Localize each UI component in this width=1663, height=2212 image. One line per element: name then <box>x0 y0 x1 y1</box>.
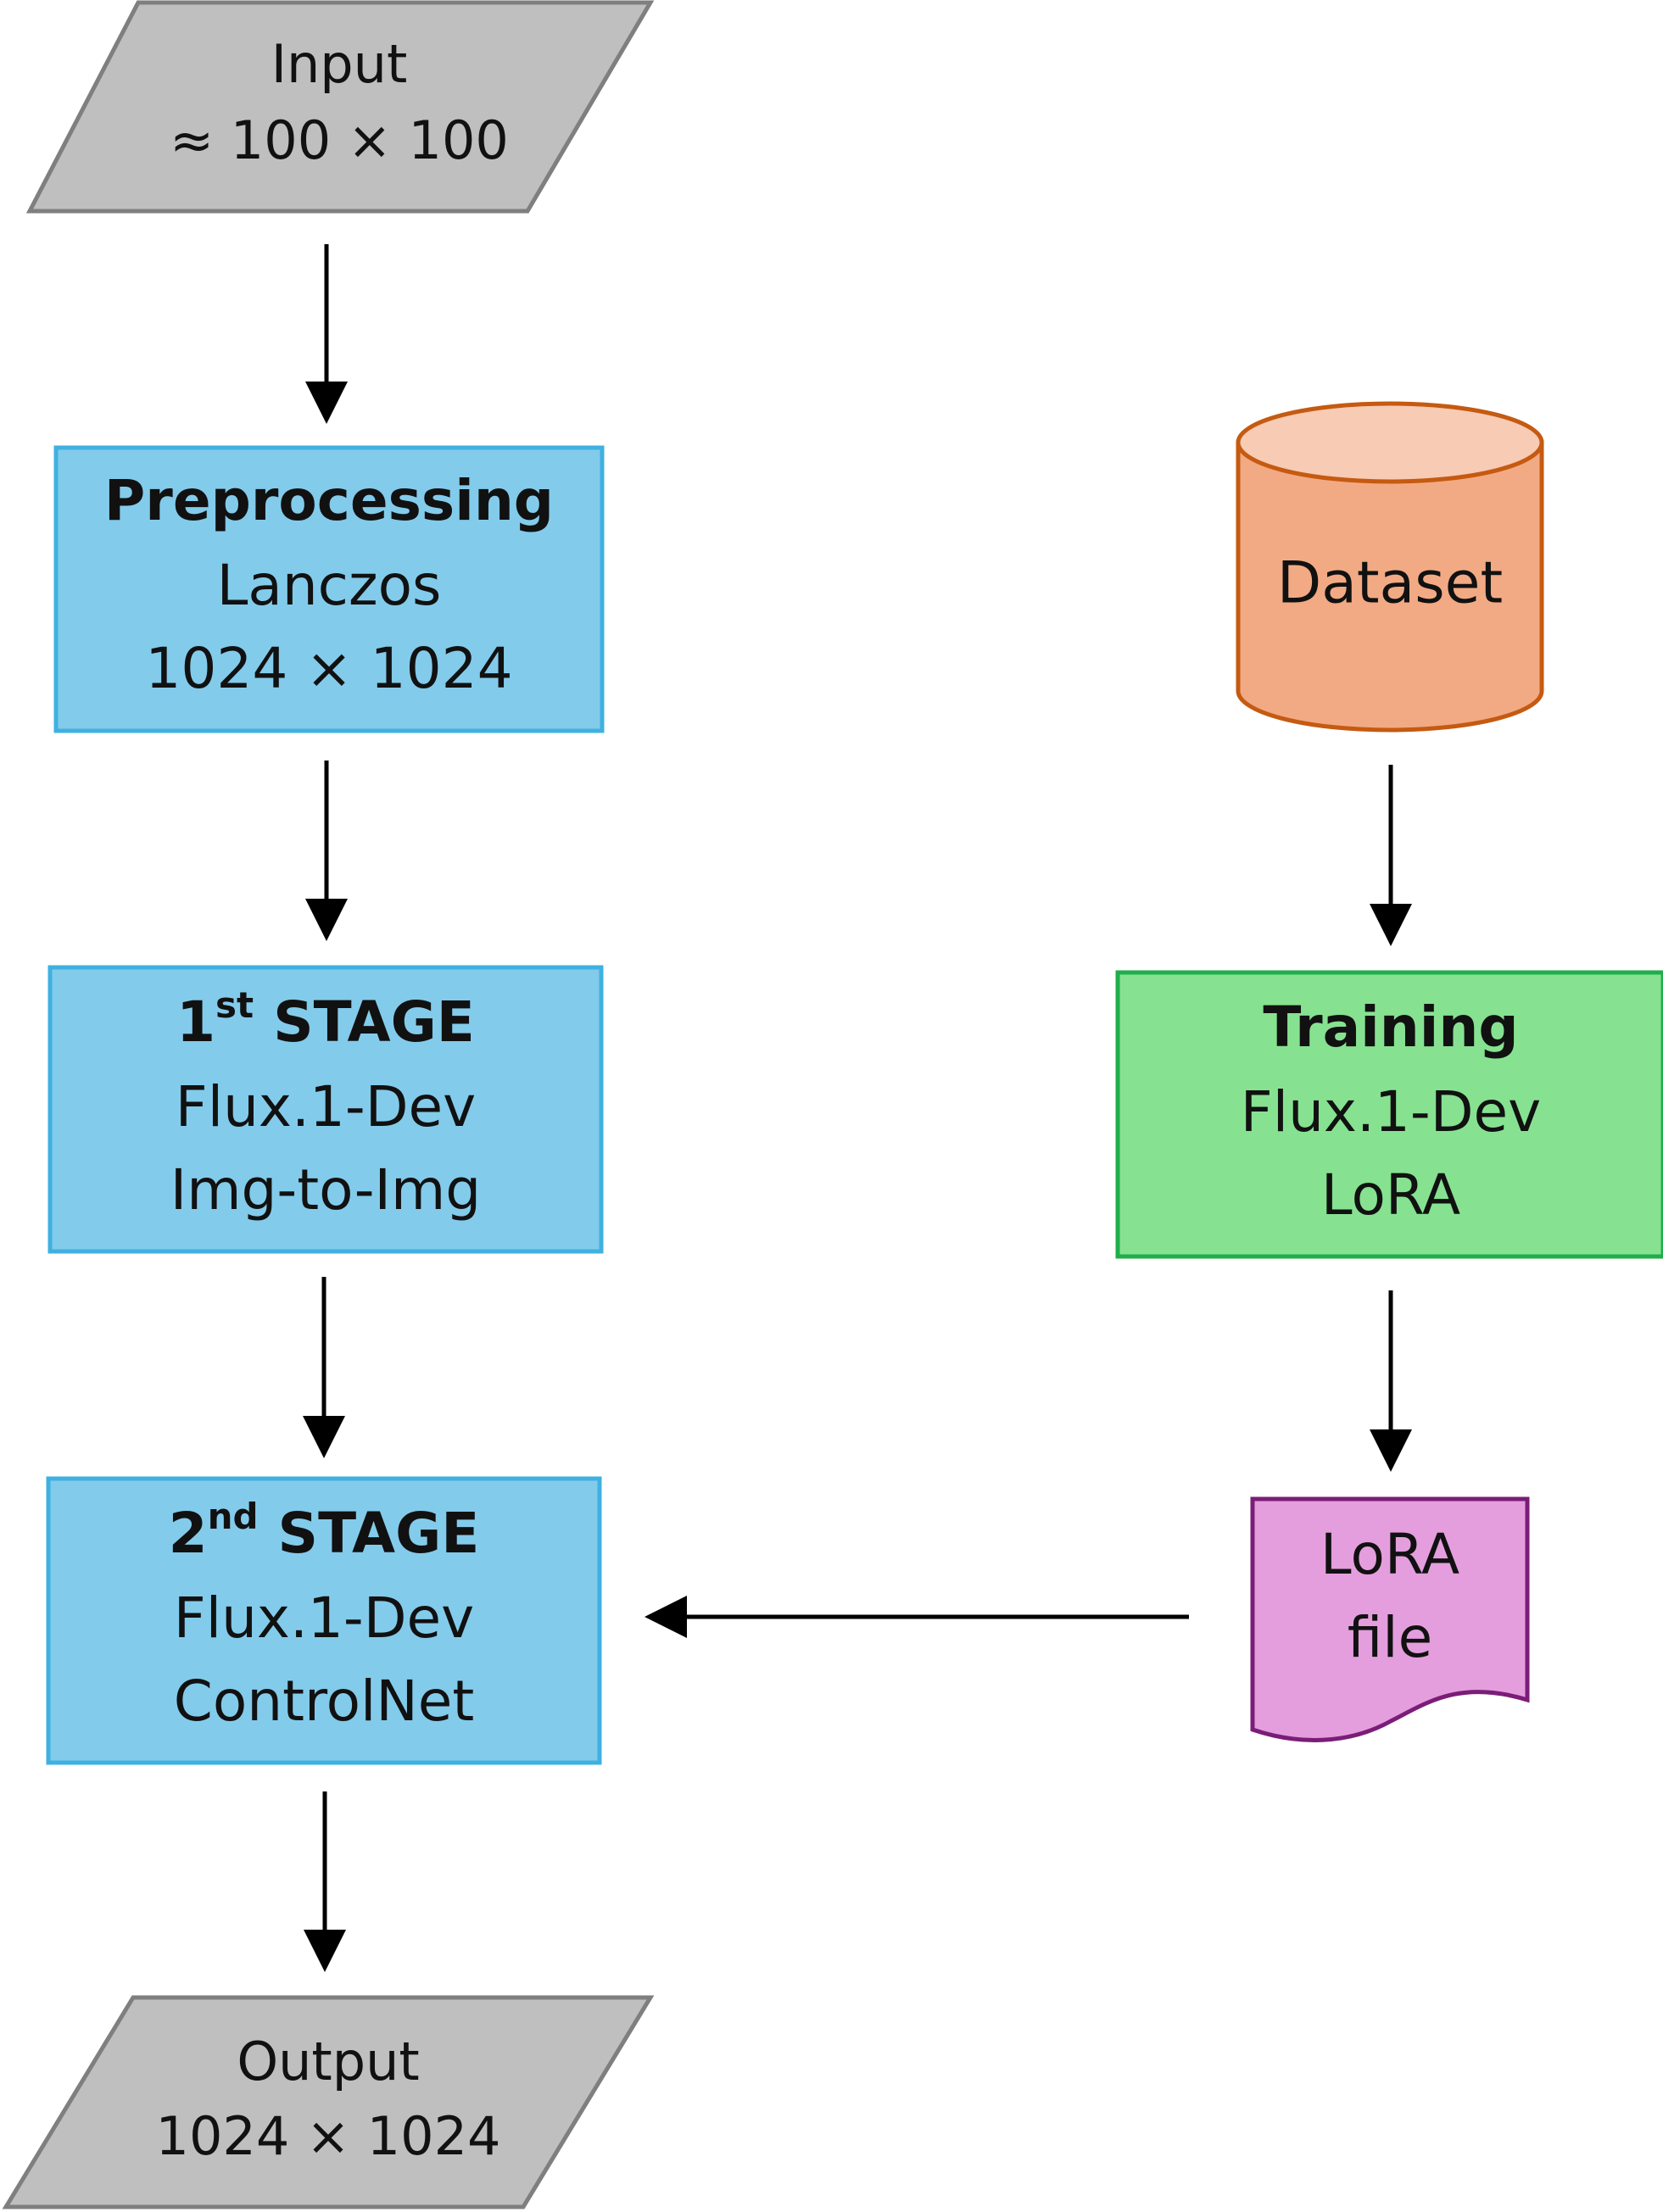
preprocessing-shape <box>53 445 605 733</box>
input-line2: ≈ 100 × 100 <box>170 109 509 171</box>
stage1-title: 1st STAGE <box>176 984 475 1056</box>
output-shape <box>2 1995 655 2209</box>
output-line2: 1024 × 1024 <box>156 2105 501 2167</box>
training-line1: Flux.1-Dev <box>1241 1079 1541 1145</box>
stage2-title-number: 2 <box>169 1501 208 1566</box>
stage2-line1: Flux.1-Dev <box>174 1585 474 1651</box>
training-title: Training <box>1263 995 1518 1060</box>
stage1-title-rest: STAGE <box>254 989 475 1055</box>
stage2-line2: ControlNet <box>174 1669 474 1734</box>
stage1-shape <box>47 965 604 1254</box>
stage1-title-number: 1 <box>176 989 215 1055</box>
stage2-title-superscript: nd <box>208 1496 259 1537</box>
stage1-title-superscript: st <box>215 984 254 1026</box>
lora-file-line2: file <box>1348 1605 1433 1670</box>
stage2-shape <box>46 1476 602 1765</box>
input-line1: Input <box>271 33 408 95</box>
node-lora-file: LoRA file <box>1250 1496 1530 1742</box>
stage2-title-rest: STAGE <box>259 1501 480 1566</box>
node-preprocessing: Preprocessing Lanczos 1024 × 1024 <box>53 445 605 733</box>
node-dataset: Dataset <box>1236 401 1544 733</box>
dataset-body-shape <box>1236 440 1544 733</box>
input-shape <box>25 0 655 214</box>
stage1-line1: Flux.1-Dev <box>176 1074 476 1139</box>
lora-file-shape <box>1250 1496 1530 1742</box>
node-output: Output 1024 × 1024 <box>2 1995 655 2209</box>
node-input: Input ≈ 100 × 100 <box>25 0 655 214</box>
training-line2: LoRA <box>1321 1162 1460 1228</box>
preprocessing-line2: 1024 × 1024 <box>145 636 512 701</box>
node-stage2: 2nd STAGE Flux.1-Dev ControlNet <box>46 1476 602 1765</box>
dataset-top-shape <box>1236 401 1544 484</box>
lora-file-line1: LoRA <box>1320 1522 1459 1587</box>
preprocessing-line1: Lanczos <box>217 553 442 618</box>
edges <box>303 244 1412 1972</box>
stage1-line2: Img-to-Img <box>170 1157 481 1223</box>
node-training: Training Flux.1-Dev LoRA <box>1115 970 1663 1259</box>
stage2-title: 2nd STAGE <box>169 1496 480 1567</box>
dataset-label: Dataset <box>1277 550 1503 617</box>
preprocessing-title: Preprocessing <box>104 468 554 533</box>
output-line1: Output <box>237 2031 419 2092</box>
training-shape <box>1115 970 1663 1259</box>
node-stage1: 1st STAGE Flux.1-Dev Img-to-Img <box>47 965 604 1254</box>
